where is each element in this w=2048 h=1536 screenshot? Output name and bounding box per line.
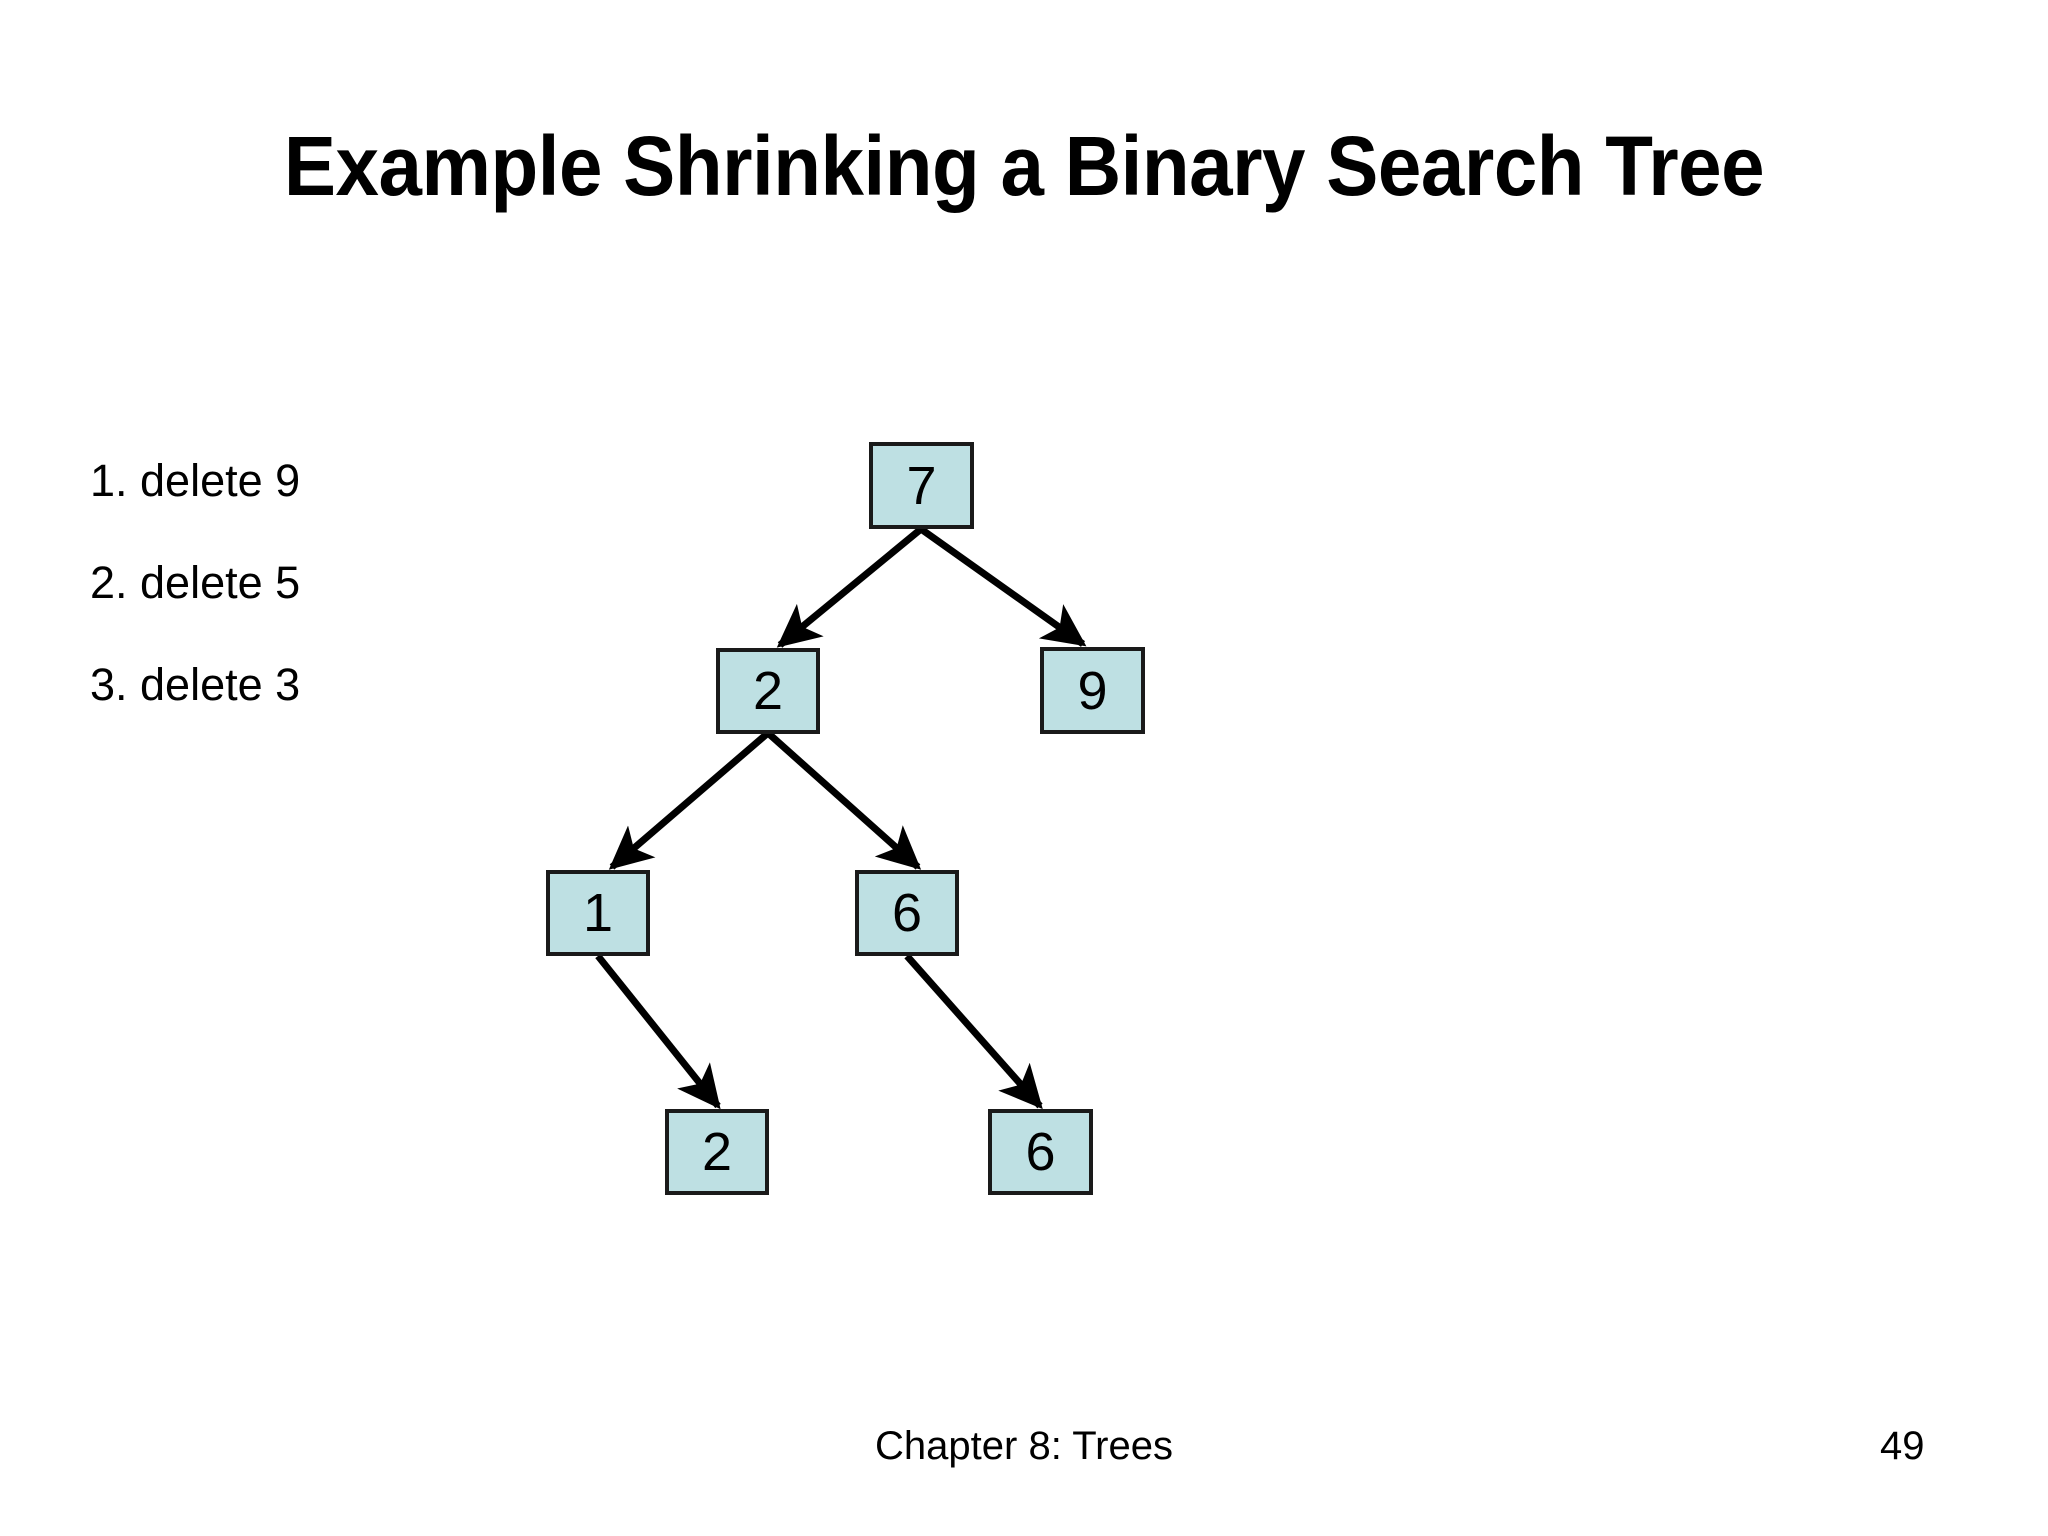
tree-node[interactable]: 2	[716, 648, 820, 734]
page-number: 49	[1880, 1424, 1925, 1468]
list-item: 3. delete 3	[90, 659, 301, 710]
tree-node-label: 6	[1025, 1122, 1056, 1182]
tree-edge	[608, 730, 771, 870]
tree-node[interactable]: 6	[855, 870, 959, 956]
tree-edge-group	[595, 526, 1087, 1110]
list-item: 2. delete 5	[90, 557, 301, 608]
delete-steps-list: 1. delete 9 2. delete 5 3. delete 3	[90, 455, 510, 761]
tree-edge	[904, 953, 1043, 1110]
tree-node[interactable]: 6	[988, 1109, 1093, 1195]
list-item: 1. delete 9	[90, 455, 301, 506]
tree-node-label: 2	[701, 1122, 733, 1182]
tree-node[interactable]: 1	[546, 870, 650, 956]
tree-node-label: 7	[906, 455, 937, 516]
tree-node-label: 9	[1077, 660, 1108, 721]
tree-edge	[595, 953, 721, 1110]
page-title: Example Shrinking a Binary Search Tree	[283, 119, 1765, 213]
tree-node-label: 2	[752, 661, 784, 721]
tree-edge	[765, 730, 922, 870]
tree-edge	[776, 526, 924, 648]
footer-label: Chapter 8: Trees	[875, 1424, 1173, 1468]
tree-node-label: 1	[582, 883, 614, 943]
tree-node-root[interactable]: 7	[869, 442, 974, 529]
tree-edge	[918, 526, 1087, 647]
tree-node[interactable]: 2	[665, 1109, 769, 1195]
tree-node-label: 6	[891, 883, 923, 943]
tree-node[interactable]: 9	[1040, 647, 1145, 734]
